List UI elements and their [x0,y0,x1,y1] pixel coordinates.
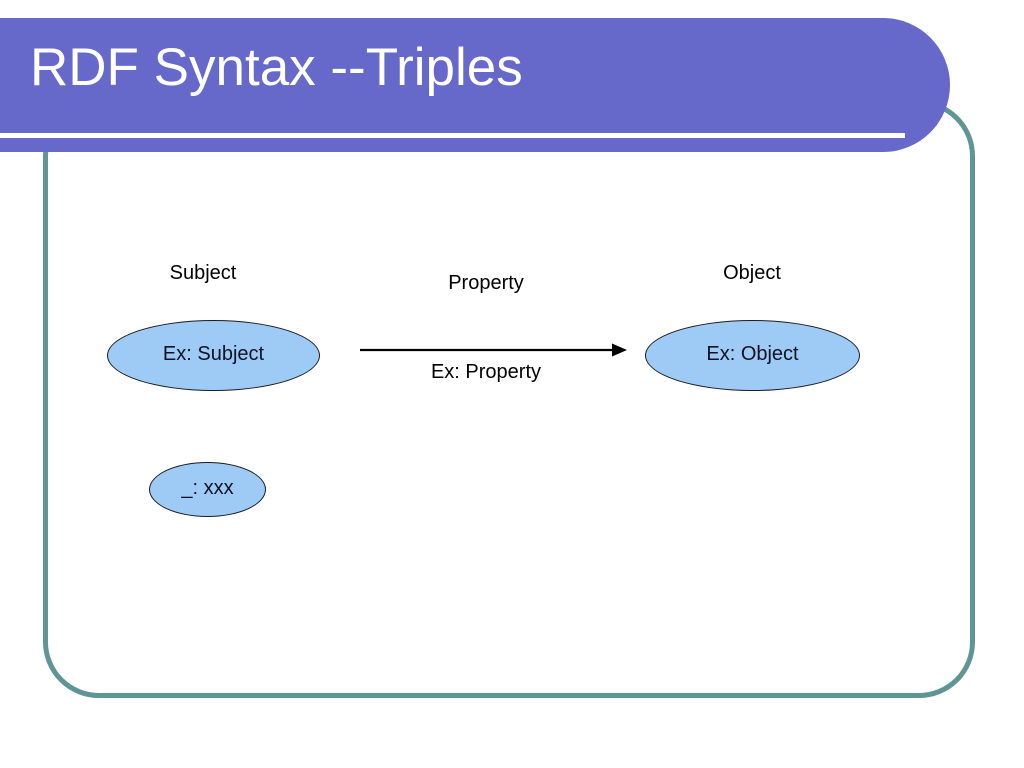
heading-subject: Subject [169,262,237,284]
object-node-label: Ex: Object [706,343,799,365]
title-banner: RDF Syntax --Triples [0,18,950,152]
title-underline-rule [0,133,905,138]
blank-node-label: _: xxx [181,477,234,499]
heading-object: Object [723,262,781,284]
blank-node[interactable]: _: xxx [149,462,266,517]
property-edge-label: Ex: Property [430,361,542,383]
heading-property: Property [448,272,524,294]
subject-node[interactable]: Ex: Subject [107,320,320,391]
arrow-head [612,343,627,357]
page-title: RDF Syntax --Triples [30,38,523,97]
subject-node-label: Ex: Subject [162,343,265,365]
property-arrow-icon [360,343,627,357]
object-node[interactable]: Ex: Object [645,320,860,391]
